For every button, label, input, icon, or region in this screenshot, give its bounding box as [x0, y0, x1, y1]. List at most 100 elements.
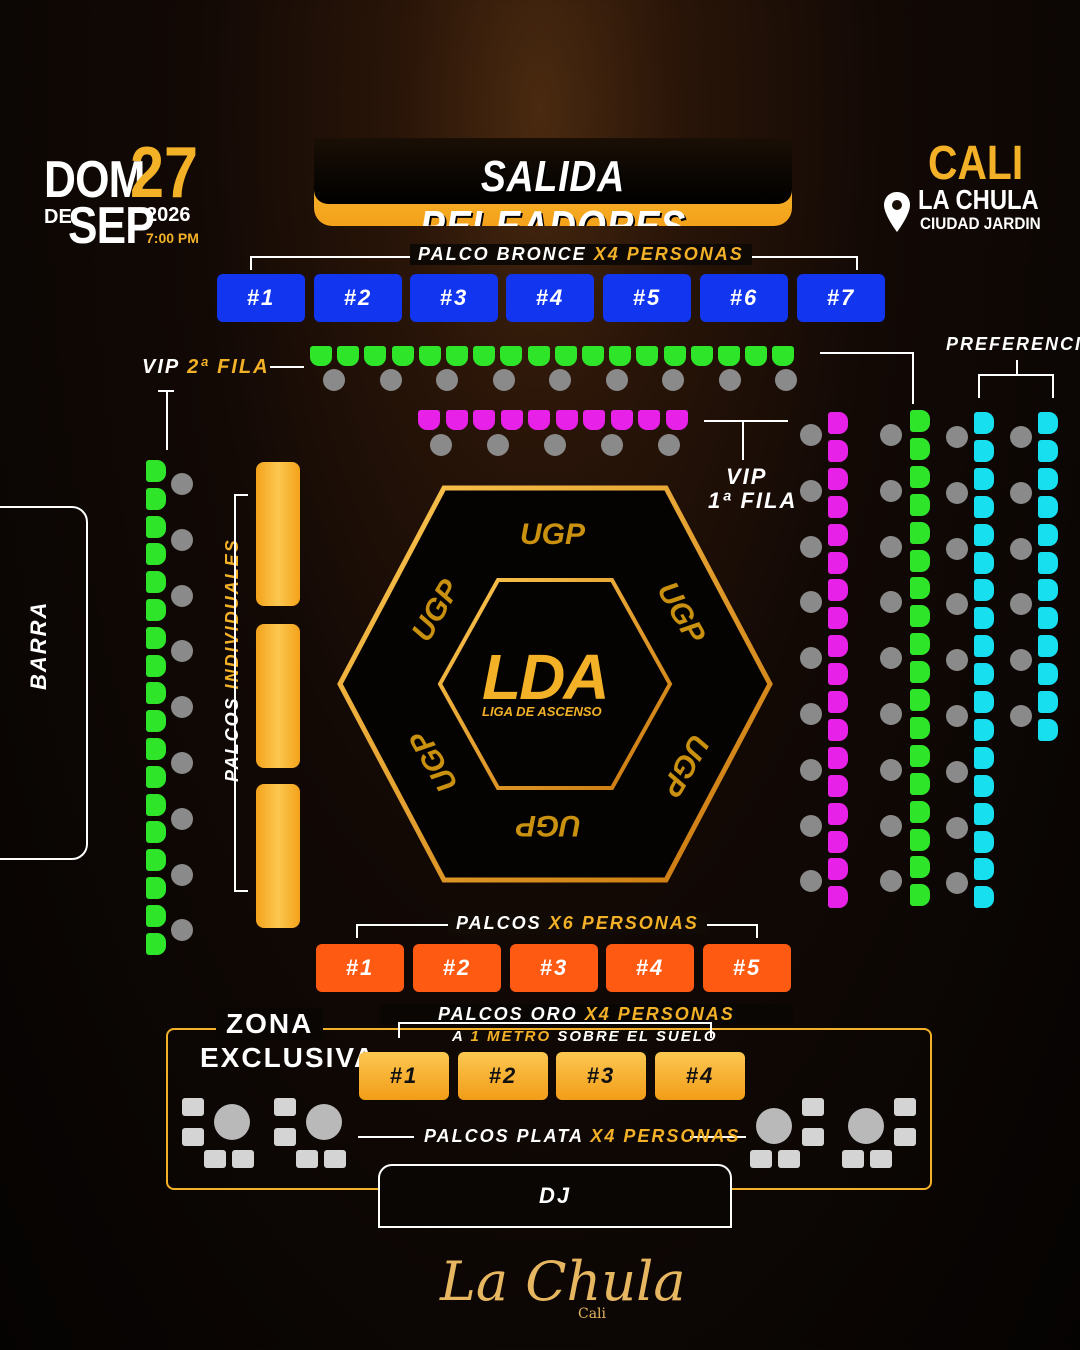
vip1-seat[interactable]: [473, 410, 495, 430]
vip2-seat[interactable]: [146, 487, 166, 510]
preferencial-seat[interactable]: [974, 579, 994, 602]
plata-seat[interactable]: [894, 1098, 916, 1116]
preferencial-table[interactable]: [946, 816, 968, 839]
vip2-seat[interactable]: [663, 346, 686, 366]
vip2-seat[interactable]: [910, 689, 930, 711]
vip1-table[interactable]: [544, 434, 566, 456]
preferencial-table[interactable]: [946, 537, 968, 560]
vip2-seat[interactable]: [910, 828, 930, 851]
vip2-seat[interactable]: [146, 460, 166, 482]
individual-box-3[interactable]: [256, 784, 300, 928]
preferencial-seat[interactable]: [974, 635, 994, 658]
preferencial-table[interactable]: [1010, 705, 1032, 727]
vip1-seat[interactable]: [828, 412, 848, 434]
vip2-seat[interactable]: [146, 515, 166, 538]
vip1-seat[interactable]: [828, 802, 848, 825]
bronce-box-6[interactable]: #6: [700, 274, 788, 322]
vip2-table[interactable]: [880, 814, 902, 837]
vip1-table[interactable]: [800, 758, 822, 781]
plata-table[interactable]: [848, 1108, 884, 1144]
vip2-seat[interactable]: [337, 346, 360, 366]
plata-seat[interactable]: [274, 1128, 296, 1146]
vip1-seat[interactable]: [610, 410, 633, 430]
bronce-box-1[interactable]: #1: [217, 274, 305, 322]
vip2-seat[interactable]: [582, 346, 604, 366]
vip2-seat[interactable]: [473, 346, 496, 366]
preferencial-seat[interactable]: [974, 774, 994, 797]
vip2-seat[interactable]: [910, 605, 930, 628]
preferencial-seat[interactable]: [974, 467, 994, 490]
bronce-box-7[interactable]: #7: [797, 274, 885, 322]
vip2-seat[interactable]: [527, 346, 550, 366]
plata-seat[interactable]: [802, 1128, 824, 1146]
vip2-table[interactable]: [171, 528, 193, 551]
plata-seat[interactable]: [274, 1098, 296, 1116]
preferencial-table[interactable]: [1010, 537, 1032, 560]
plata-seat[interactable]: [778, 1150, 800, 1168]
vip2-table[interactable]: [379, 369, 402, 391]
vip1-seat[interactable]: [828, 495, 848, 518]
vip2-seat[interactable]: [146, 765, 166, 788]
vip1-table[interactable]: [800, 814, 822, 837]
vip2-seat[interactable]: [910, 549, 930, 572]
preferencial-seat[interactable]: [1038, 635, 1058, 658]
preferencial-seat[interactable]: [974, 412, 994, 434]
oro-box-2[interactable]: #2: [458, 1052, 548, 1100]
vip2-seat[interactable]: [910, 577, 930, 600]
vip2-table[interactable]: [880, 870, 902, 893]
preferencial-table[interactable]: [1010, 481, 1032, 504]
preferencial-seat[interactable]: [1038, 718, 1058, 741]
plata-seat[interactable]: [324, 1150, 346, 1168]
preferencial-seat[interactable]: [974, 607, 994, 630]
vip2-table[interactable]: [323, 369, 345, 391]
preferencial-seat[interactable]: [974, 523, 994, 546]
individual-box-2[interactable]: [256, 624, 300, 768]
preferencial-seat[interactable]: [1038, 523, 1058, 546]
vip2-seat[interactable]: [745, 346, 768, 366]
vip2-seat[interactable]: [391, 346, 414, 366]
vip2-table[interactable]: [605, 369, 628, 391]
vip1-seat[interactable]: [828, 467, 848, 490]
oro-box-4[interactable]: #4: [655, 1052, 745, 1100]
plata-seat[interactable]: [802, 1098, 824, 1116]
vip2-table[interactable]: [880, 424, 902, 446]
preferencial-seat[interactable]: [974, 551, 994, 574]
vip1-table[interactable]: [601, 434, 623, 456]
vip1-seat[interactable]: [828, 886, 848, 909]
vip2-table[interactable]: [775, 369, 797, 391]
vip2-seat[interactable]: [910, 772, 930, 795]
preferencial-seat[interactable]: [1038, 691, 1058, 713]
x6-box-2[interactable]: #2: [413, 944, 501, 992]
vip1-seat[interactable]: [828, 635, 848, 658]
vip2-table[interactable]: [549, 369, 571, 391]
vip2-seat[interactable]: [910, 744, 930, 767]
vip1-seat[interactable]: [828, 607, 848, 630]
vip2-seat[interactable]: [310, 346, 332, 366]
vip1-seat[interactable]: [828, 579, 848, 602]
vip1-table[interactable]: [800, 870, 822, 893]
vip2-seat[interactable]: [554, 346, 577, 366]
vip2-seat[interactable]: [146, 932, 166, 955]
bronce-box-5[interactable]: #5: [603, 274, 691, 322]
vip2-seat[interactable]: [146, 793, 166, 816]
vip2-seat[interactable]: [146, 543, 166, 566]
vip2-seat[interactable]: [636, 346, 659, 366]
vip2-seat[interactable]: [446, 346, 468, 366]
preferencial-seat[interactable]: [1038, 495, 1058, 518]
vip2-table[interactable]: [880, 479, 902, 502]
plata-seat[interactable]: [750, 1150, 772, 1168]
vip1-seat[interactable]: [500, 410, 523, 430]
plata-table[interactable]: [306, 1104, 342, 1140]
vip1-table[interactable]: [800, 647, 822, 670]
vip1-seat[interactable]: [828, 691, 848, 713]
vip2-seat[interactable]: [146, 877, 166, 899]
vip2-seat[interactable]: [910, 884, 930, 907]
vip2-seat[interactable]: [910, 493, 930, 516]
preferencial-seat[interactable]: [974, 691, 994, 713]
vip1-seat[interactable]: [828, 523, 848, 546]
vip2-seat[interactable]: [146, 849, 166, 872]
vip2-seat[interactable]: [364, 346, 387, 366]
vip1-table[interactable]: [487, 434, 509, 456]
vip1-seat[interactable]: [828, 774, 848, 797]
preferencial-table[interactable]: [946, 649, 968, 672]
